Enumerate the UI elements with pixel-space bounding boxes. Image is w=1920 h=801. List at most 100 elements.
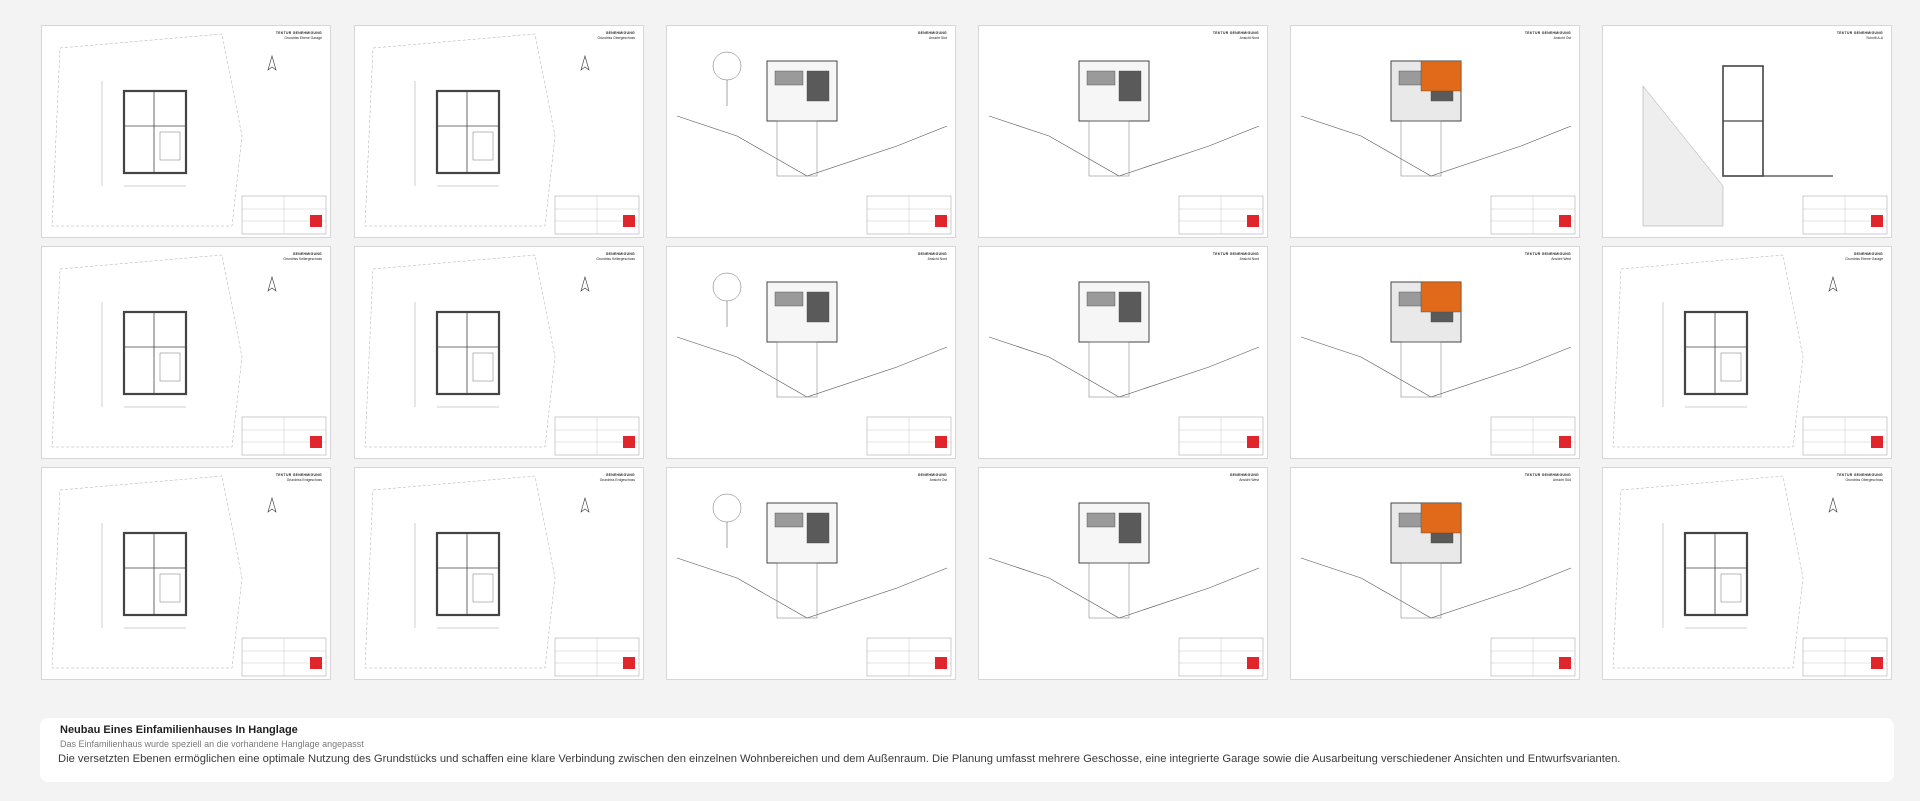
tree-icon [712, 272, 742, 302]
drawing-sheet[interactable]: GENEHMIGUNG Ansicht West [978, 467, 1268, 680]
drawing-sheet[interactable]: TEKTUR GENEHMIGUNG Ansicht Nord [978, 246, 1268, 459]
sheet-title-block: GENEHMIGUNG Grundriss Erdgeschoss [600, 473, 635, 482]
room-fixture [159, 131, 181, 161]
property-boundary [51, 254, 243, 448]
window [774, 70, 804, 86]
window [806, 291, 830, 323]
property-boundary [364, 33, 556, 227]
basement-outline [1088, 341, 1130, 398]
property-boundary [364, 254, 556, 448]
drawing-sheet[interactable]: GENEHMIGUNG Grundriss Kellergeschoss [41, 246, 331, 459]
drawing-sheet[interactable]: GENEHMIGUNG Grundriss Obergeschoss [354, 25, 644, 238]
sheet-subtitle: Ansicht West [1551, 256, 1571, 261]
sheet-stamp [935, 436, 947, 448]
sheet-drawing [1642, 65, 1888, 235]
drawing-sheet[interactable]: TEKTUR GENEHMIGUNG Ansicht Nord [978, 25, 1268, 238]
terrain-section [1642, 85, 1724, 227]
sheet-stamp [1871, 657, 1883, 669]
window [1086, 70, 1116, 86]
basement-outline [1088, 120, 1130, 177]
sheet-subtitle: Grundriss Kellergeschoss [596, 256, 635, 261]
drawing-sheet[interactable]: GENEHMIGUNG Ansicht Nord [666, 246, 956, 459]
sheet-subtitle: Schnitt A-A [1866, 35, 1883, 40]
drawing-sheet[interactable]: GENEHMIGUNG Grundriss Kellergeschoss [354, 246, 644, 459]
basement-outline [776, 562, 818, 619]
exterior-wall [122, 531, 188, 617]
sheet-drawing [1300, 60, 1576, 235]
drawing-sheet[interactable]: TEKTUR GENEHMIGUNG Grundriss Ebene Garag… [41, 25, 331, 238]
drawing-sheet[interactable]: TEKTUR GENEHMIGUNG Ansicht West [1290, 246, 1580, 459]
exterior-wall [1683, 310, 1749, 396]
drawing-sheet[interactable]: TEKTUR GENEHMIGUNG Grundriss Erdgeschoss [41, 467, 331, 680]
sheet-drawing [1612, 475, 1888, 677]
ground-line [1300, 557, 1572, 619]
sheet-drawing [364, 254, 640, 456]
drawing-sheet[interactable]: TEKTUR GENEHMIGUNG Ansicht Süd [1290, 467, 1580, 680]
sheet-stamp [1871, 215, 1883, 227]
sheet-stamp [1559, 657, 1571, 669]
sheet-title-block: TEKTUR GENEHMIGUNG Ansicht Nord [1213, 31, 1259, 40]
exterior-wall [435, 89, 501, 175]
sheet-drawing [676, 493, 952, 677]
sheet-stamp [1247, 215, 1259, 227]
sheet-title-block: TEKTUR GENEHMIGUNG Schnitt A-A [1837, 31, 1883, 40]
sheet-stamp [1247, 657, 1259, 669]
sheet-title-block: TEKTUR GENEHMIGUNG Grundriss Obergeschos… [1837, 473, 1883, 482]
drawing-sheet[interactable]: GENEHMIGUNG Ansicht Ost [666, 467, 956, 680]
exterior-wall [122, 310, 188, 396]
sheet-title: GENEHMIGUNG [917, 252, 947, 256]
sheet-title-block: GENEHMIGUNG Ansicht Ost [918, 473, 947, 482]
exterior-wall [435, 310, 501, 396]
drawing-sheet[interactable]: GENEHMIGUNG Grundriss Erdgeschoss [354, 467, 644, 680]
sheet-stamp [310, 215, 322, 227]
sheet-title: TEKTUR GENEHMIGUNG [1212, 252, 1259, 256]
north-arrow-icon [580, 496, 590, 513]
ground-line [988, 115, 1260, 177]
sheet-title-block: GENEHMIGUNG Ansicht West [1230, 473, 1259, 482]
ground-line [676, 115, 948, 177]
sheet-title-block: TEKTUR GENEHMIGUNG Ansicht Nord [1213, 252, 1259, 261]
ground-line [676, 336, 948, 398]
drawing-sheet[interactable]: GENEHMIGUNG Grundriss Ebene Garage [1602, 246, 1892, 459]
room-fixture [1720, 352, 1742, 382]
sheet-title: GENEHMIGUNG [605, 252, 635, 256]
ground-line [676, 557, 948, 619]
north-arrow-icon [267, 54, 277, 71]
property-boundary [51, 33, 243, 227]
north-arrow-icon [580, 54, 590, 71]
sheet-title: GENEHMIGUNG [1853, 252, 1883, 256]
sheet-title: GENEHMIGUNG [605, 31, 635, 35]
sheet-drawing [676, 51, 952, 235]
exterior-wall [1683, 531, 1749, 617]
drawing-sheet[interactable]: GENEHMIGUNG Ansicht Süd [666, 25, 956, 238]
sheet-drawing [988, 281, 1264, 456]
ground-line [988, 336, 1260, 398]
property-boundary [1612, 254, 1804, 448]
sheet-title: TEKTUR GENEHMIGUNG [1524, 473, 1571, 477]
drawing-sheet[interactable]: TEKTUR GENEHMIGUNG Ansicht Ost [1290, 25, 1580, 238]
sheet-subtitle: Grundriss Ebene Garage [284, 35, 322, 40]
room-fixture [472, 352, 494, 382]
basement-outline [1400, 341, 1442, 398]
sheet-stamp [623, 215, 635, 227]
sheet-subtitle: Ansicht Nord [1239, 256, 1259, 261]
drawing-sheet[interactable]: TEKTUR GENEHMIGUNG Grundriss Obergeschos… [1602, 467, 1892, 680]
sheet-stamp [310, 436, 322, 448]
sheet-title: TEKTUR GENEHMIGUNG [1524, 31, 1571, 35]
drawing-sheet-grid: TEKTUR GENEHMIGUNG Grundriss Ebene Garag… [22, 20, 1896, 684]
sheet-title: GENEHMIGUNG [292, 252, 322, 256]
window [774, 512, 804, 528]
window [1086, 512, 1116, 528]
project-caption-card: Neubau Eines Einfamilienhauses In Hangla… [40, 718, 1894, 782]
facade-cladding [1420, 502, 1462, 534]
sheet-subtitle: Grundriss Ebene Garage [1845, 256, 1883, 261]
sheet-title-block: GENEHMIGUNG Grundriss Kellergeschoss [283, 252, 322, 261]
window [806, 512, 830, 544]
sheet-drawing [1300, 281, 1576, 456]
sheet-subtitle: Ansicht Nord [1239, 35, 1259, 40]
sheet-title-block: TEKTUR GENEHMIGUNG Grundriss Erdgeschoss [276, 473, 322, 482]
sheet-title-block: TEKTUR GENEHMIGUNG Ansicht Ost [1525, 31, 1571, 40]
drawing-sheet[interactable]: TEKTUR GENEHMIGUNG Schnitt A-A [1602, 25, 1892, 238]
sheet-title: TEKTUR GENEHMIGUNG [1836, 31, 1883, 35]
window [1118, 291, 1142, 323]
